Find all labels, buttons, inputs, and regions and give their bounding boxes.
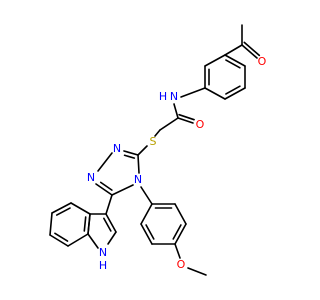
triazole-n4-label: N <box>134 173 142 186</box>
methoxy-oxygen-label: O <box>177 258 186 271</box>
amide-nitrogen-label: N <box>170 90 178 103</box>
triazole-n4-c3-bond <box>137 154 140 174</box>
triazole-indole-bond <box>105 194 113 215</box>
amide-n-aryl-bond <box>180 87 206 98</box>
methoxy-aryl-o-bond <box>174 243 181 259</box>
acetylphenyl-double-bond <box>225 85 241 95</box>
acetylphenyl-ring-bond <box>204 54 226 67</box>
ch2-sulfur-bond <box>154 129 161 137</box>
amide-carbonyl-bond <box>177 117 194 124</box>
indole-benzene-bond <box>87 213 91 235</box>
acetylphenyl-ring-bond <box>224 87 246 100</box>
triazole-n2-label: N <box>87 171 95 184</box>
indole-benzene-bond <box>49 212 53 236</box>
methoxyphenyl-double-bond <box>145 224 155 240</box>
atom-labels: O N H O S N N N N H O <box>87 55 267 272</box>
amide-carbonyl-double-bond <box>178 113 195 121</box>
methoxyphenyl-ring-bond <box>140 203 153 225</box>
acetylphenyl-double-bond <box>225 59 241 69</box>
amide-oxygen-label: O <box>196 118 205 131</box>
indole-benzene-double-bond <box>83 216 87 232</box>
thioether-sulfur-label: S <box>150 135 157 148</box>
indole-nitrogen-label: N <box>99 246 107 259</box>
triazole-c3-n1-bond <box>123 150 139 156</box>
bonds <box>49 24 261 276</box>
triazole-n2-c5-double-bond <box>99 181 113 191</box>
indole-benzene-bond <box>70 202 91 215</box>
molecule-structure: O N H O S N N N N H O <box>49 24 267 276</box>
indole-benzene-double-bond <box>54 232 69 242</box>
sulfur-triazole-bond <box>137 145 148 156</box>
amide-hydrogen-label: H <box>159 90 167 103</box>
methoxyphenyl-ring-bond <box>174 203 187 225</box>
indole-n1-c7a-bond <box>87 233 99 249</box>
amide-n-carbonyl-bond <box>173 103 179 119</box>
triazole-c5-n4-bond <box>111 184 134 196</box>
triazole-c3-n1-double-bond <box>123 154 136 159</box>
indole-c3-c2-double-bond <box>103 217 112 232</box>
methoxy-methyl-bond <box>187 267 207 276</box>
methoxyphenyl-ring-bond <box>174 223 187 245</box>
indole-hydrogen-label: H <box>99 259 107 272</box>
indole-benzene-double-bond <box>55 207 71 216</box>
acetyl-oxygen-label: O <box>258 55 267 68</box>
triazole-n2-c5-bond <box>95 183 113 196</box>
methoxyphenyl-double-bond <box>172 224 182 240</box>
triazole-n1-label: N <box>113 142 121 155</box>
acetyl-carbonyl-bond <box>241 44 258 59</box>
acetylphenyl-ring-bond <box>224 54 246 67</box>
triazole-n1-n2-bond <box>97 152 113 172</box>
methoxyphenyl-ring-bond <box>140 223 153 245</box>
acetylphenyl-ring-bond <box>204 87 226 100</box>
acetyl-carbon-bond <box>224 44 243 56</box>
indole-c2-n1-bond <box>107 231 117 245</box>
indole-benzene-bond <box>51 202 72 214</box>
indole-benzene-bond <box>49 234 69 247</box>
acetyl-carbonyl-double-bond <box>243 41 261 57</box>
indole-benzene-bond <box>67 233 89 247</box>
n4-aryl-bond <box>140 186 153 205</box>
amide-ch2-bond <box>159 117 179 131</box>
indole-c3-c2-bond <box>105 213 117 233</box>
